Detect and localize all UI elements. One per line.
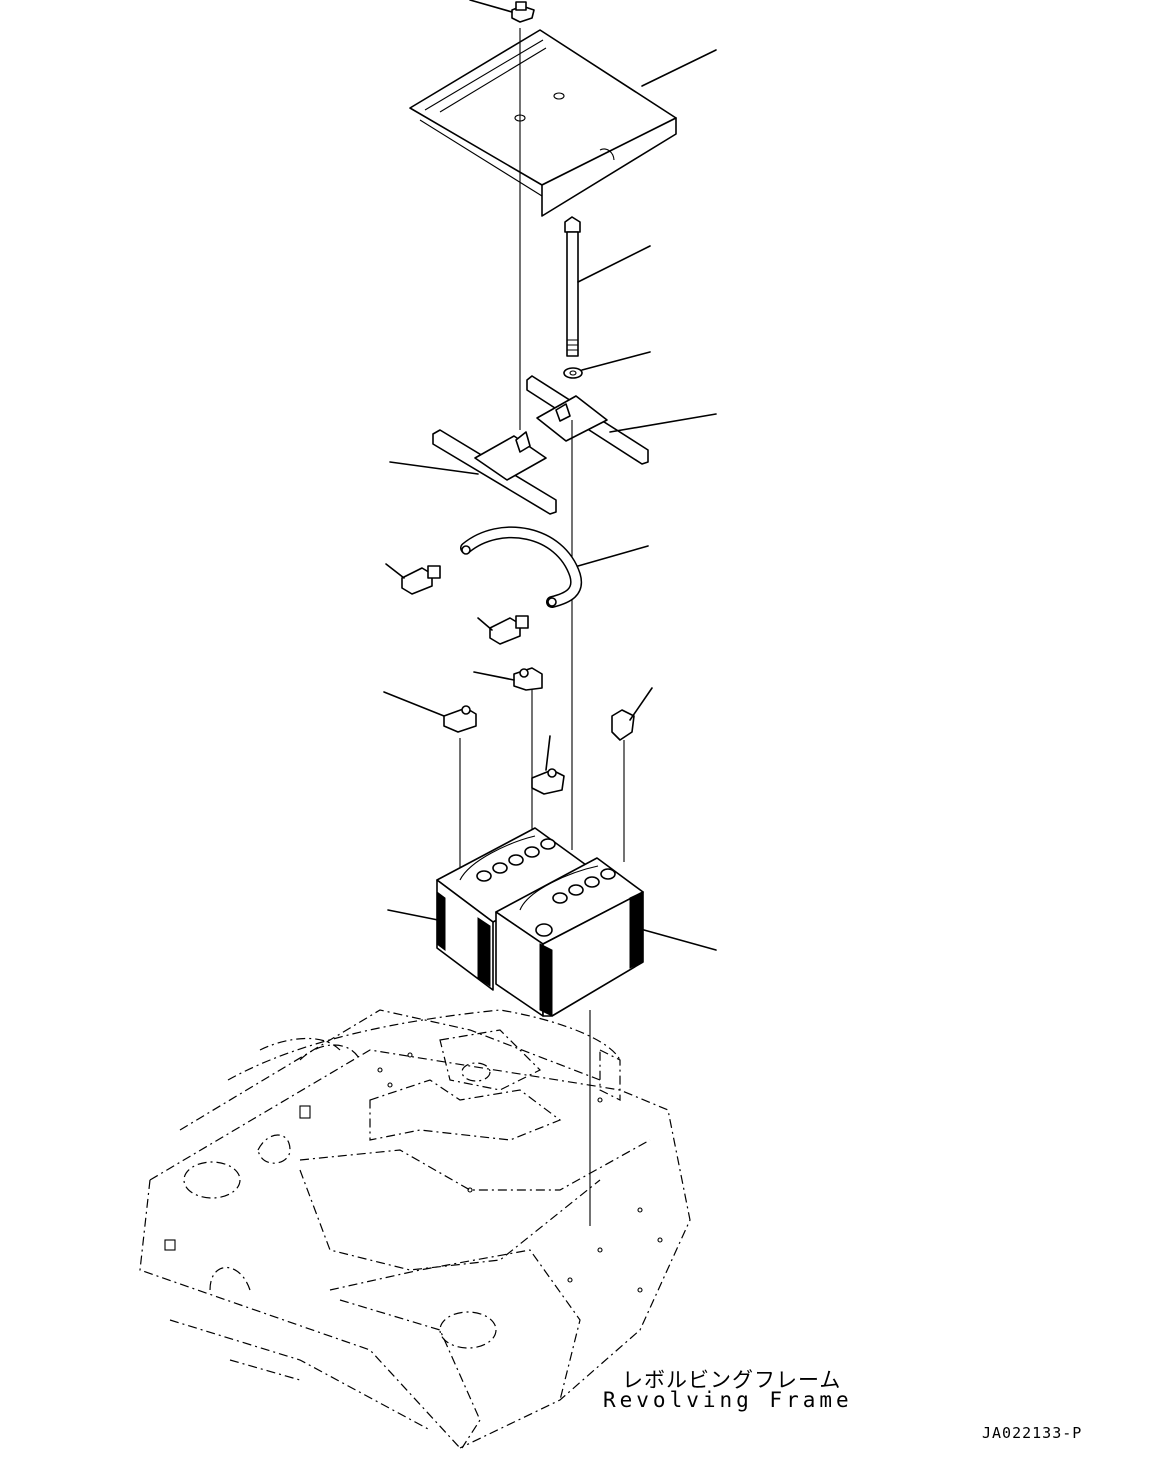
drawing-code: JA022133-P [982,1424,1083,1442]
terminal-clamp-3 [531,735,565,795]
terminal-clamp-2 [383,691,477,733]
battery-right [495,857,717,1017]
terminal-cap-2 [477,615,529,645]
hold-down-bolt [564,216,651,357]
wing-nut [469,0,535,23]
revolving-frame [139,1009,691,1449]
frame-label-english: Revolving Frame [603,1388,853,1412]
connecting-cable [460,526,649,608]
terminal-clamp-4 [611,687,653,741]
terminal-cap-1 [385,563,441,595]
bracket-left [389,429,557,515]
terminal-clamp-1 [473,667,543,691]
bracket-right [526,375,717,465]
washer [563,351,651,379]
battery-cover [409,29,717,217]
frame-label-japanese: レボルビングフレーム [622,1368,842,1392]
alignment-lines [459,28,625,1226]
battery-left [387,827,594,991]
